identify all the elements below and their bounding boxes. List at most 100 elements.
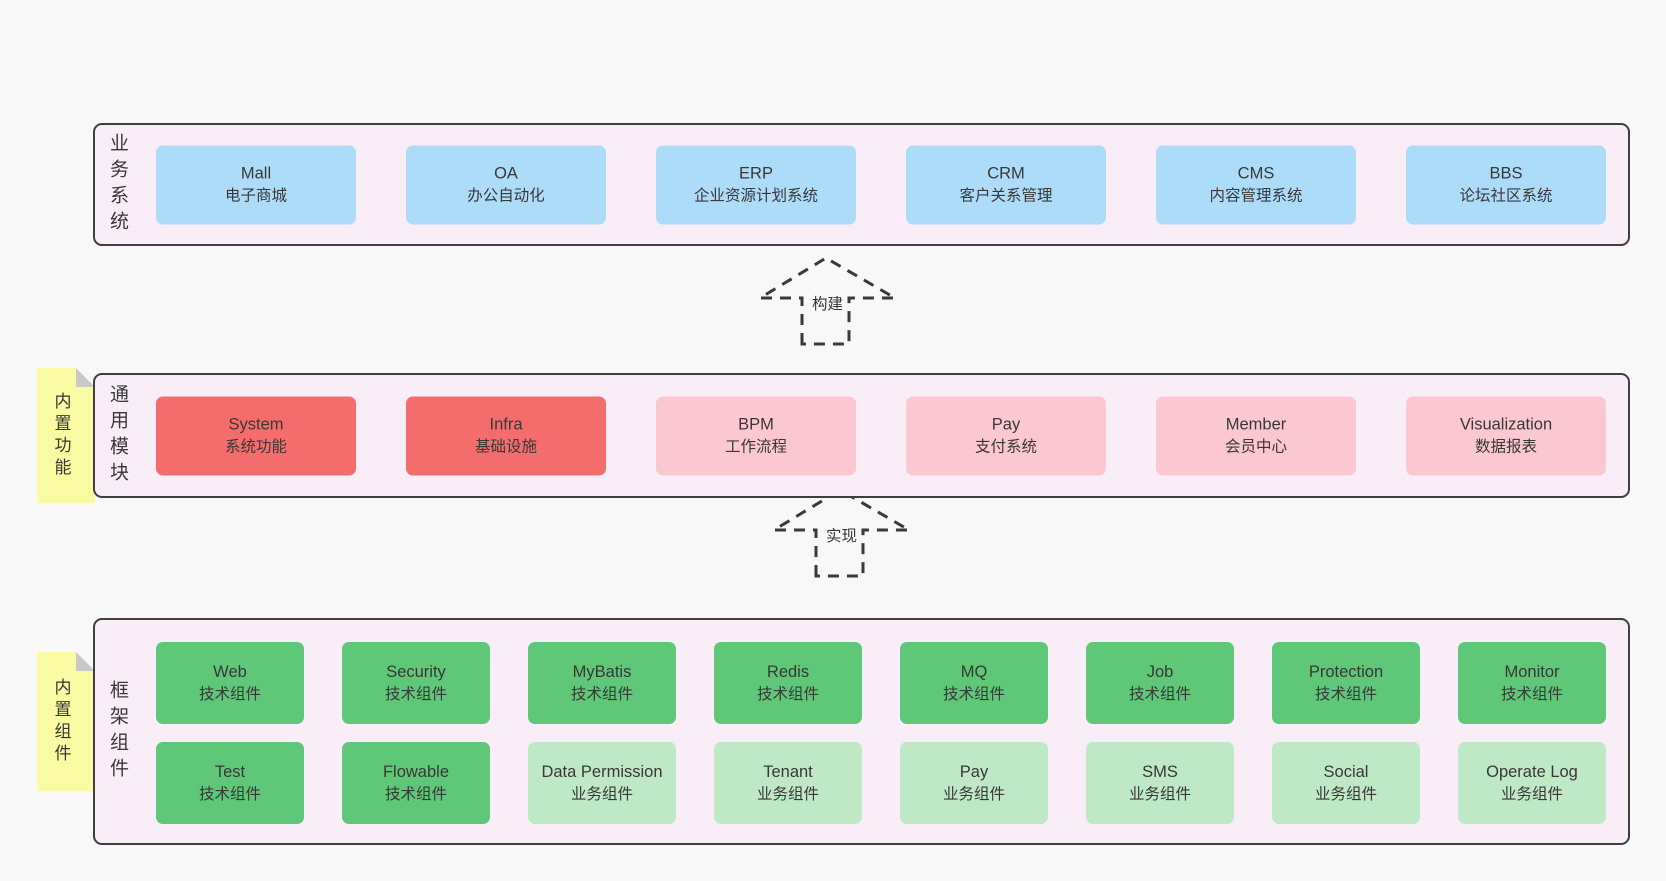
box-title: CRM — [987, 164, 1025, 183]
box-subtitle: 业务组件 — [942, 785, 1005, 803]
box-title: Security — [386, 662, 446, 681]
box-title: MQ — [960, 662, 988, 681]
box-title: Visualization — [1459, 415, 1553, 434]
modules-boxes-row: System 系统功能 Infra 基础设施 BPM 工作流程 Pay 支付系统 Member 会… — [156, 396, 1606, 475]
box-title: CMS — [1237, 164, 1275, 183]
box-title: Member — [1225, 415, 1287, 434]
builtin-functions-tag: 内置功能 — [37, 368, 95, 503]
module-box: Tenant 业务组件 — [714, 742, 862, 824]
box-subtitle: 技术组件 — [198, 685, 261, 703]
box-title: Monitor — [1504, 662, 1560, 681]
box-subtitle: 基础设施 — [474, 438, 537, 456]
box-subtitle: 技术组件 — [1128, 685, 1191, 703]
module-box: Monitor 技术组件 — [1458, 642, 1606, 724]
module-box: BPM 工作流程 — [656, 396, 856, 475]
box-subtitle: 企业资源计划系统 — [693, 187, 818, 205]
layer-label-common-modules: 通用模块 — [107, 383, 128, 488]
up-arrow-icon — [769, 488, 914, 578]
box-subtitle: 系统功能 — [224, 438, 287, 456]
module-box: Pay 支付系统 — [906, 396, 1106, 475]
module-box: Redis 技术组件 — [714, 642, 862, 724]
box-subtitle: 业务组件 — [1314, 785, 1377, 803]
box-subtitle: 会员中心 — [1224, 438, 1287, 456]
box-subtitle: 论坛社区系统 — [1459, 187, 1553, 205]
build-arrow: 构建 — [755, 254, 900, 349]
box-title: OA — [494, 164, 518, 183]
box-title: Flowable — [382, 762, 450, 781]
box-title: Infra — [489, 415, 523, 434]
box-subtitle: 技术组件 — [384, 685, 447, 703]
module-box: Pay 业务组件 — [900, 742, 1048, 824]
box-title: Operate Log — [1486, 762, 1578, 781]
layer-common-modules: 通用模块 System 系统功能 Infra 基础设施 BPM 工作流程 Pay 支付系统 Me… — [93, 373, 1630, 498]
box-title: Pay — [959, 762, 989, 781]
module-box: Web 技术组件 — [156, 642, 304, 724]
module-box: Job 技术组件 — [1086, 642, 1234, 724]
module-box: MyBatis 技术组件 — [528, 642, 676, 724]
module-box: Flowable 技术组件 — [342, 742, 490, 824]
box-title: MyBatis — [572, 662, 632, 681]
box-subtitle: 内容管理系统 — [1209, 187, 1303, 205]
box-title: Test — [214, 762, 246, 781]
box-title: System — [228, 415, 284, 434]
build-arrow-label: 构建 — [808, 292, 847, 314]
module-box: Test 技术组件 — [156, 742, 304, 824]
module-box: SMS 业务组件 — [1086, 742, 1234, 824]
up-arrow-icon — [755, 256, 900, 346]
box-subtitle: 技术组件 — [756, 685, 819, 703]
box-title: Data Permission — [541, 762, 663, 781]
box-title: Redis — [766, 662, 810, 681]
module-box: Mall 电子商城 — [156, 145, 356, 224]
module-box: Member 会员中心 — [1156, 396, 1356, 475]
module-box: CMS 内容管理系统 — [1156, 145, 1356, 224]
box-subtitle: 支付系统 — [974, 438, 1037, 456]
module-box: Data Permission 业务组件 — [528, 742, 676, 824]
box-subtitle: 客户关系管理 — [959, 187, 1053, 205]
box-title: Social — [1323, 762, 1369, 781]
layer-label-framework-components: 框架组件 — [107, 679, 128, 784]
box-title: Protection — [1308, 662, 1384, 681]
box-subtitle: 技术组件 — [1500, 685, 1563, 703]
box-subtitle: 业务组件 — [1128, 785, 1191, 803]
box-title: Pay — [991, 415, 1021, 434]
module-box: Visualization 数据报表 — [1406, 396, 1606, 475]
box-title: BPM — [738, 415, 774, 434]
module-box: System 系统功能 — [156, 396, 356, 475]
implement-arrow: 实现 — [769, 486, 914, 581]
layer-label-business-systems: 业务系统 — [107, 132, 128, 237]
box-subtitle: 电子商城 — [224, 187, 287, 205]
module-box: Security 技术组件 — [342, 642, 490, 724]
box-title: Job — [1146, 662, 1174, 681]
module-box: Social 业务组件 — [1272, 742, 1420, 824]
builtin-components-tag-label: 内置组件 — [51, 677, 71, 766]
box-subtitle: 技术组件 — [384, 785, 447, 803]
box-subtitle: 技术组件 — [1314, 685, 1377, 703]
builtin-components-tag: 内置组件 — [37, 652, 95, 791]
box-subtitle: 技术组件 — [198, 785, 261, 803]
box-title: Web — [213, 662, 247, 681]
box-title: SMS — [1142, 762, 1178, 781]
box-subtitle: 业务组件 — [756, 785, 819, 803]
module-box: CRM 客户关系管理 — [906, 145, 1106, 224]
box-subtitle: 工作流程 — [724, 438, 787, 456]
box-subtitle: 数据报表 — [1474, 438, 1537, 456]
module-box: Operate Log 业务组件 — [1458, 742, 1606, 824]
box-title: Tenant — [763, 762, 813, 781]
box-subtitle: 业务组件 — [570, 785, 633, 803]
box-subtitle: 业务组件 — [1500, 785, 1563, 803]
box-subtitle: 技术组件 — [570, 685, 633, 703]
module-box: Infra 基础设施 — [406, 396, 606, 475]
implement-arrow-label: 实现 — [822, 524, 861, 546]
box-title: Mall — [240, 164, 272, 183]
builtin-functions-tag-label: 内置功能 — [51, 391, 71, 480]
